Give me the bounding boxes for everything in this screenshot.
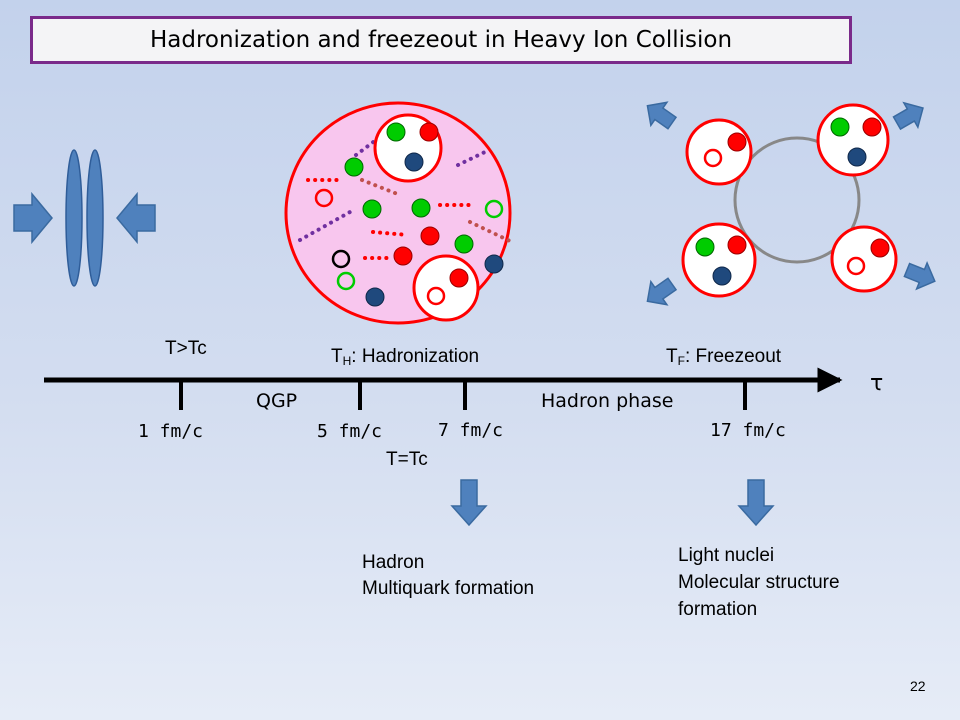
freezeout-label: TF: Freezeout [666,346,782,368]
colliding-nuclei [13,149,156,287]
tick-label-5: 5 fm/c [317,421,383,442]
title-box: Hadronization and freezeout in Heavy Ion… [30,16,852,64]
incoming-arrow-left-icon [116,191,156,245]
tick-label-17: 17 fm/c [710,420,786,441]
hadronization-label: TH: Hadronization [331,346,480,368]
incoming-arrow-right-icon [13,191,53,245]
page-number: 22 [910,678,926,694]
nucleus-disc-right [86,149,104,287]
hadron-outcome-text: Hadron Multiquark formation [362,552,535,599]
cluster-top-left [685,118,753,186]
outflow-arrow-icon [903,261,936,291]
outflow-arrow-icon [892,101,924,131]
light-nuclei-outcome-text: Light nuclei Molecular structure formati… [678,545,840,620]
baryon-cluster-bottom [412,254,480,322]
down-arrow-hadronization-icon [450,479,488,527]
slide-title: Hadronization and freezeout in Heavy Ion… [149,27,733,53]
time-axis [44,367,843,410]
tick-label-7: 7 fm/c [438,420,504,441]
nucleus-disc-left [65,149,83,287]
down-arrow-freezeout-icon [737,479,775,527]
baryon-cluster-top [373,113,443,183]
cluster-top-right [816,103,890,177]
freezeout-expansion [646,101,936,306]
tau-axis-symbol: τ [870,371,884,396]
qgp-phase-label: QGP [256,390,298,412]
fireball [284,101,514,325]
hadron-phase-label: Hadron phase [541,390,674,412]
outflow-arrow-icon [646,101,678,130]
cluster-bottom-left [681,222,757,298]
temperature-above-label: T>Tc [165,338,207,359]
tick-label-1: 1 fm/c [138,421,204,442]
outflow-arrow-icon [646,277,678,306]
cluster-bottom-right [830,225,898,293]
temperature-equal-label: T=Tc [386,449,428,470]
